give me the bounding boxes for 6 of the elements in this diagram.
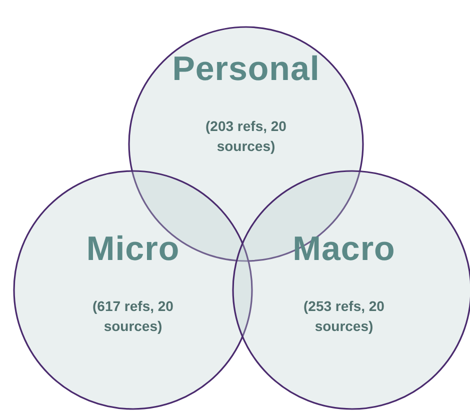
- set-title: Personal: [171, 50, 321, 89]
- set-count-text: (617 refs, 20 sources): [92, 297, 174, 336]
- set-title: Micro: [85, 230, 181, 269]
- set-title: Macro: [292, 230, 396, 269]
- set-count-text: (203 refs, 20 sources): [204, 117, 288, 156]
- set-count-text: (253 refs, 20 sources): [302, 297, 386, 336]
